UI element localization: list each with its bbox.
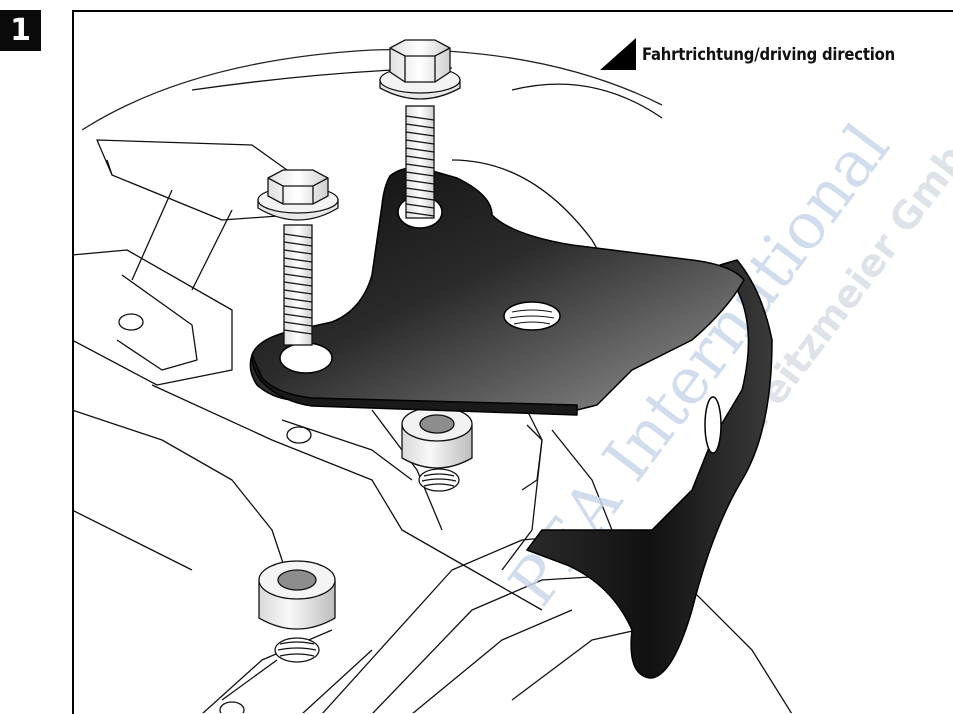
spacer-sleeve-upper <box>401 406 473 492</box>
illustration-frame: PEA International Peitzmeier Gmb <box>72 10 953 714</box>
driving-direction-note: Fahrtrichtung/driving direction <box>598 36 895 72</box>
hex-bolt-long <box>379 39 461 219</box>
step-number-badge: 1 <box>0 10 41 51</box>
triangle-up-icon <box>600 38 636 70</box>
hex-bolt-short <box>257 169 339 346</box>
driving-direction-label: Fahrtrichtung/driving direction <box>642 44 896 64</box>
spacer-sleeve-lower <box>258 560 336 663</box>
assembly-illustration: PEA International Peitzmeier Gmb <box>72 10 953 714</box>
